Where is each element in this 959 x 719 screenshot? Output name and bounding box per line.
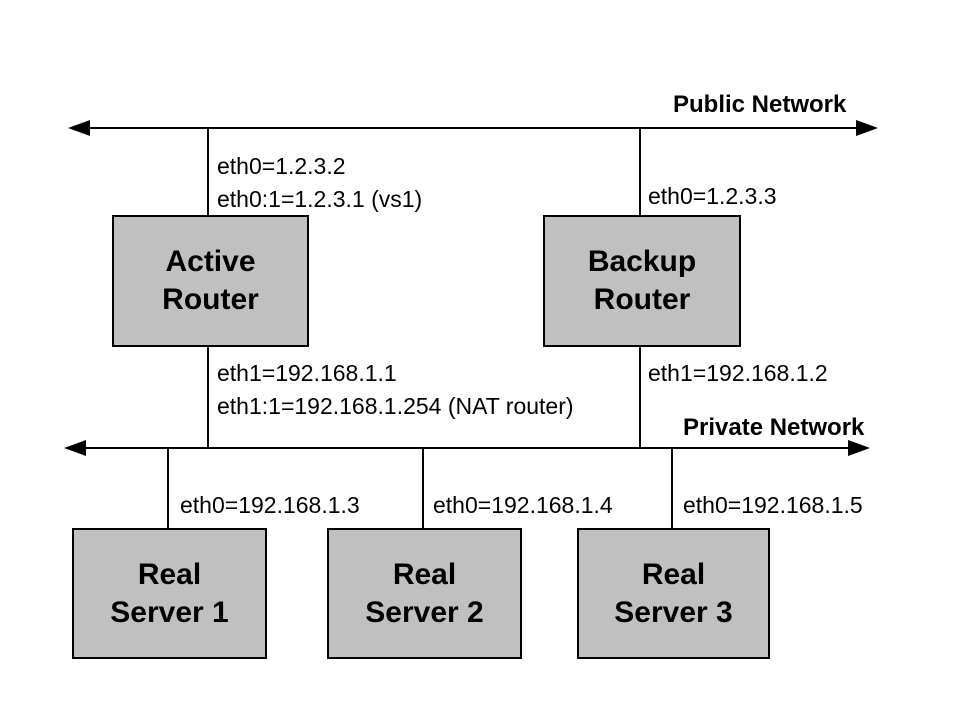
real-server-1-node: Real Server 1: [72, 528, 267, 659]
active-router-private-link-line: [207, 343, 209, 448]
private-network-line: [80, 447, 858, 449]
public-network-right-arrowhead-icon: [856, 120, 878, 136]
active-router-public-link-line: [207, 128, 209, 215]
real-server-2-eth0-label: eth0=192.168.1.4: [433, 492, 613, 518]
public-network-label: Public Network: [673, 91, 847, 118]
public-network-line: [84, 127, 866, 129]
backup-router-eth1-label: eth1=192.168.1.2: [648, 360, 828, 386]
backup-router-private-link-line: [639, 343, 641, 448]
real-server-1-link-line: [167, 449, 169, 528]
active-router-eth0-alias-label: eth0:1=1.2.3.1 (vs1): [217, 186, 423, 212]
active-router-eth1-label: eth1=192.168.1.1: [217, 360, 397, 386]
active-router-eth1-alias-label: eth1:1=192.168.1.254 (NAT router): [217, 393, 574, 419]
real-server-3-node: Real Server 3: [577, 528, 770, 659]
private-network-left-arrowhead-icon: [64, 440, 86, 456]
private-network-label: Private Network: [683, 414, 865, 441]
public-network-left-arrowhead-icon: [68, 120, 90, 136]
backup-router-eth0-label: eth0=1.2.3.3: [648, 183, 777, 209]
active-router-node: Active Router: [112, 215, 309, 347]
real-server-3-eth0-label: eth0=192.168.1.5: [683, 492, 863, 518]
real-server-2-link-line: [422, 449, 424, 528]
real-server-3-link-line: [671, 449, 673, 528]
real-server-1-eth0-label: eth0=192.168.1.3: [180, 492, 360, 518]
real-server-2-node: Real Server 2: [327, 528, 522, 659]
backup-router-public-link-line: [639, 128, 641, 215]
active-router-eth0-label: eth0=1.2.3.2: [217, 153, 346, 179]
private-network-right-arrowhead-icon: [848, 440, 870, 456]
backup-router-node: Backup Router: [543, 215, 741, 347]
